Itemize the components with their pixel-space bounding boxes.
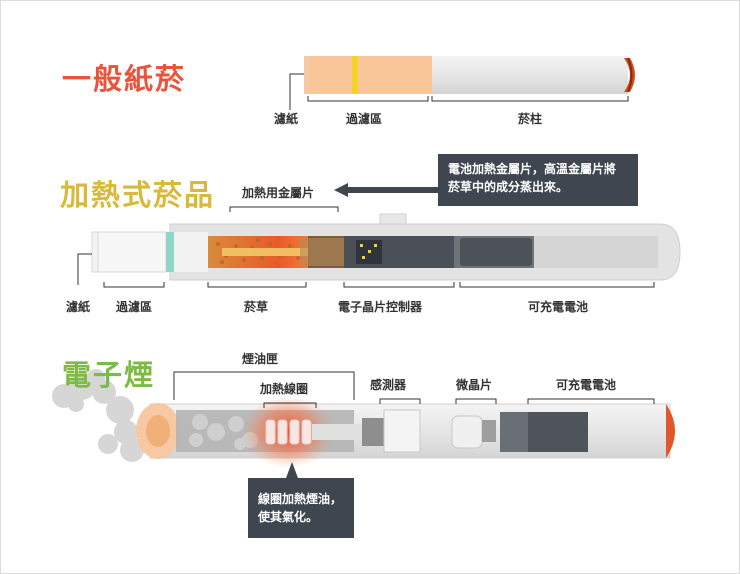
- ecig-label-sensor: 感測器: [370, 378, 407, 392]
- heated-label-paper: 濾紙: [66, 300, 91, 314]
- heated-callout-line2: 菸草中的成分蒸出來。: [448, 180, 569, 194]
- ecig-callout-line1: 線圈加熱煙油，: [258, 492, 343, 506]
- cigarette-label-rod: 菸柱: [518, 112, 543, 126]
- ecig-label-tank: 煙油匣: [242, 352, 279, 366]
- ecig-sensor: [383, 409, 421, 453]
- cigarette-title: 一般紙菸: [62, 62, 187, 96]
- ecig-label-coil: 加熱線圈: [260, 382, 309, 396]
- ecig-label-microchip: 微晶片: [456, 378, 493, 392]
- heated-callout: 電池加熱金屬片，高溫金屬片將 菸草中的成分蒸出來。: [438, 154, 638, 206]
- ecig-drawing: [52, 369, 675, 478]
- heated-callout-line1: 電池加熱金屬片，高溫金屬片將: [448, 162, 617, 176]
- ecig-coil: [265, 419, 312, 445]
- cigarette-drawing: [289, 56, 635, 110]
- cigarette-rod: [432, 56, 628, 94]
- heated-label-blade: 加熱用金屬片: [242, 186, 315, 200]
- cigarette-filter: [310, 56, 432, 94]
- ecig-battery: [528, 412, 588, 452]
- heated-title: 加熱式菸品: [60, 178, 216, 212]
- cigarette-ember: [624, 58, 635, 92]
- heated-filter: [97, 231, 167, 273]
- ecig-callout-line2: 使其氣化。: [258, 510, 319, 524]
- ecig-title: 電子煙: [62, 358, 156, 392]
- heated-device-drawing: [77, 183, 681, 288]
- heated-label-filter: 過濾區: [116, 300, 153, 314]
- ecig-label-battery: 可充電電池: [556, 378, 617, 392]
- ecig-heat-glow: [242, 396, 334, 468]
- cigarette-filter-band: [352, 56, 358, 94]
- heated-battery: [460, 238, 532, 266]
- cigarette-label-filter: 過濾區: [346, 112, 383, 126]
- heated-label-tobacco: 菸草: [244, 300, 269, 314]
- ecig-microchip: [482, 420, 496, 442]
- heated-label-battery: 可充電電池: [528, 300, 589, 314]
- heated-label-chip: 電子晶片控制器: [338, 300, 423, 314]
- ecig-callout: 線圈加熱煙油， 使其氣化。: [248, 478, 354, 538]
- callout-arrow: [334, 183, 438, 197]
- cigarette-paper-end: [304, 56, 312, 94]
- cigarette-label-paper: 濾紙: [274, 112, 299, 126]
